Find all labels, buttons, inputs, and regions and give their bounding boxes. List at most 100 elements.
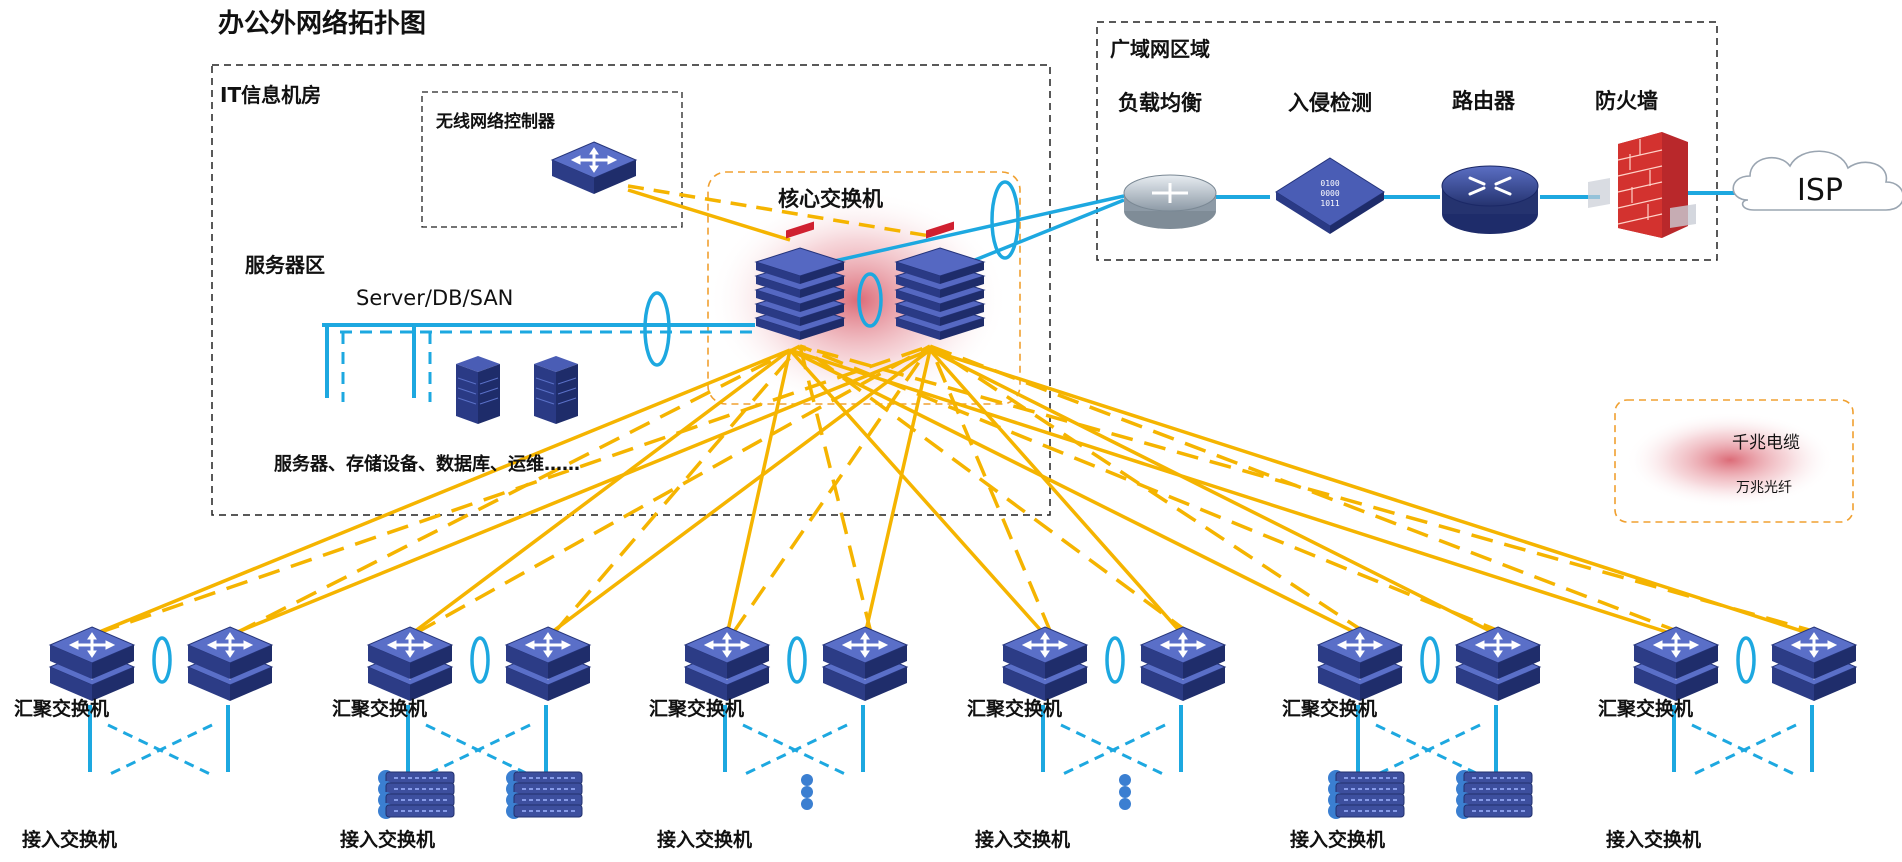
access-switch-icon: [1327, 802, 1405, 820]
fiber-link-backup: [799, 344, 1821, 635]
access-label: 接入交换机: [1290, 828, 1385, 851]
access-port-icon: [801, 774, 813, 786]
fiber-link-backup: [798, 345, 873, 634]
wlc-core-link: [627, 188, 791, 242]
fiber-link: [928, 348, 1185, 637]
aggregation-switch-icon: [1316, 625, 1404, 703]
server-bus: [322, 323, 755, 402]
server-icon: [455, 355, 501, 425]
access-switch-icon: [505, 802, 583, 820]
aggregation-ring: [1420, 636, 1440, 684]
svg-text:0000: 0000: [1320, 189, 1339, 198]
aggregation-switch-icon: [186, 625, 274, 703]
router-icon: [1441, 165, 1539, 234]
server-icon: [533, 355, 579, 425]
access-label: 接入交换机: [340, 828, 435, 851]
fiber-link-backup: [552, 344, 802, 635]
downlink-cross: [1375, 723, 1481, 777]
aggregation-switch-icon: [683, 625, 771, 703]
fiber-link-backup: [929, 344, 1367, 635]
svg-text:1011: 1011: [1320, 199, 1339, 208]
downlink-cross: [425, 723, 531, 777]
server-link-aggregation-ring: [643, 291, 671, 367]
fiber-link-backup: [798, 344, 1191, 635]
fiber-link-backup: [731, 345, 932, 634]
aggregation-label: 汇聚交换机: [1598, 697, 1693, 720]
aggregation-label: 汇聚交换机: [332, 697, 427, 720]
aggregation-switch-icon: [821, 625, 909, 703]
fiber-link: [789, 348, 1361, 637]
aggregation-ring: [1105, 636, 1125, 684]
wireless-controller-switch-icon: [550, 140, 638, 196]
aggregation-label: 汇聚交换机: [1282, 697, 1377, 720]
wan-box: [1096, 21, 1718, 261]
server-zone-label: 服务器区: [245, 253, 325, 277]
aggregation-label: 汇聚交换机: [14, 697, 109, 720]
wan-label: 广域网区域: [1110, 37, 1210, 61]
server-sublabel: Server/DB/SAN: [356, 286, 513, 310]
aggregation-switch-icon: [1139, 625, 1227, 703]
it-room-label: IT信息机房: [220, 83, 321, 107]
fiber-link-backup: [799, 344, 1505, 635]
legend-ten-gigabit-label: 万兆光纤: [1736, 480, 1792, 496]
aggregation-ring: [152, 636, 172, 684]
distribution-layer: 汇聚交换机接入交换机汇聚交换机接入交换机汇聚交换机接入交换机汇聚交换机接入交换机…: [14, 625, 1858, 851]
access-label: 接入交换机: [975, 828, 1070, 851]
core-red-tag: [926, 221, 954, 239]
uplink-ring: [990, 180, 1020, 260]
aggregation-label: 汇聚交换机: [967, 697, 1062, 720]
aggregation-switch-icon: [366, 625, 454, 703]
access-switch-stack-icon: [505, 769, 583, 820]
aggregation-switch-icon: [1632, 625, 1720, 703]
aggregation-label: 汇聚交换机: [649, 697, 744, 720]
server-caption: 服务器、存储设备、数据库、运维……: [274, 453, 580, 475]
wan-device-label-load-balancer: 负载均衡: [1118, 91, 1202, 115]
wireless-controller-label: 无线网络控制器: [435, 111, 556, 132]
fiber-link: [408, 348, 792, 637]
link-layer: [91, 184, 1821, 637]
ids-icon: 0100 0000 1011: [1275, 157, 1385, 234]
core-uplink: [969, 198, 1125, 264]
core-switch-label: 核心交换机: [778, 187, 883, 211]
aggregation-switch-icon: [1454, 625, 1542, 703]
access-port-icon: [1119, 786, 1131, 798]
fiber-link: [91, 348, 791, 637]
downlink-cross: [1060, 723, 1166, 777]
fiber-link: [789, 348, 1677, 637]
wireless-controller-box: [421, 91, 683, 228]
fiber-link-backup: [415, 344, 931, 635]
aggregation-ring: [787, 636, 807, 684]
aggregation-ring: [1736, 636, 1756, 684]
fiber-link-backup: [235, 344, 801, 635]
aggregation-switch-icon: [1770, 625, 1858, 703]
downlink-cross: [1691, 723, 1797, 777]
wan-device-label-ids: 入侵检测: [1288, 91, 1372, 115]
core-stack-ring: [857, 272, 883, 328]
access-label: 接入交换机: [657, 828, 752, 851]
access-switch-stack-icon: [1119, 774, 1131, 810]
wan-device-label-router: 路由器: [1452, 89, 1516, 113]
load-balancer-icon: [1123, 174, 1217, 229]
access-port-icon: [1119, 798, 1131, 810]
fiber-link: [929, 348, 1499, 637]
fiber-link: [788, 348, 1047, 637]
fiber-link-backup: [929, 344, 1683, 635]
it-room-box: [211, 64, 1051, 516]
fiber-link-backup: [928, 345, 1053, 634]
access-port-icon: [1119, 774, 1131, 786]
access-switch-stack-icon: [1327, 769, 1405, 820]
firewall-icon: [1588, 132, 1696, 238]
aggregation-switch-icon: [1001, 625, 1089, 703]
aggregation-switch-icon: [48, 625, 136, 703]
aggregation-switch-icon: [504, 625, 592, 703]
access-label: 接入交换机: [1606, 828, 1701, 851]
legend-glow: [1625, 412, 1835, 508]
fiber-link: [546, 348, 932, 637]
legend-gigabit-label: 千兆电缆: [1732, 433, 1800, 453]
wan-device-label-firewall: 防火墙: [1595, 89, 1658, 113]
